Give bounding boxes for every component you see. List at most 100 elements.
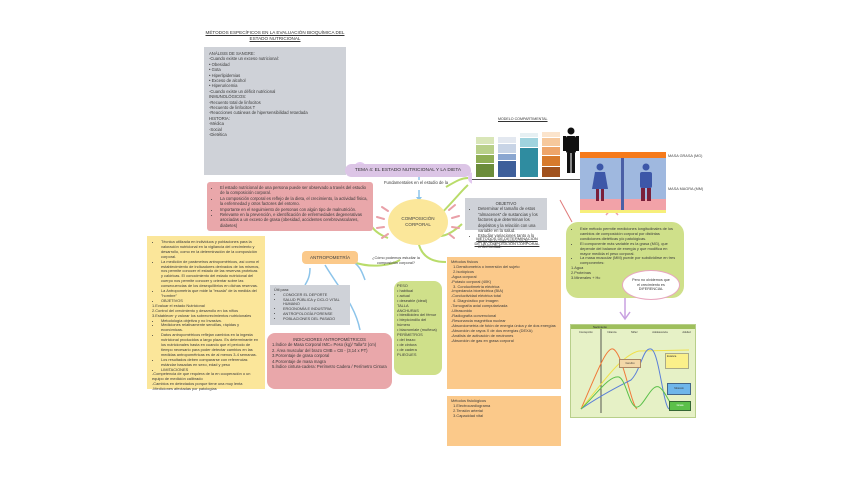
- main-title: TEMA 4: EL ESTADO NUTRICIONAL Y LA DIETA: [345, 164, 471, 177]
- center-node-label: COMPOSICIÓN CORPORAL: [401, 216, 435, 227]
- objective-heading: OBJETIVO: [495, 201, 517, 206]
- used-for-item: CONOCER EL DEPORTE: [283, 293, 346, 298]
- anthro-limitations: -Competencia de que requiera de la en co…: [152, 372, 260, 392]
- measure-line: PESO: [397, 283, 408, 288]
- curve-muscle: [580, 348, 670, 410]
- used-for-heading: Útil para:: [274, 288, 290, 292]
- biochem-line: ANÁLISIS DE SANGRE:: [209, 51, 255, 56]
- measure-line: • deseable (ideal): [397, 297, 428, 303]
- biochem-line: -Cuando existe un exceso nutricional:: [209, 56, 279, 62]
- physical-method-line: -Absorciometría de fotón de energía únic…: [451, 322, 556, 328]
- physical-method-line: -Absorción de rayos X de dos energías (D…: [451, 327, 533, 333]
- indicator-item: 2. Área muscular del brazo CMB = CB - (3…: [272, 347, 368, 353]
- biochem-lines: ANÁLISIS DE SANGRE:-Cuando existe un exc…: [209, 51, 341, 138]
- growth-chart-title: Nacimiento: [571, 325, 695, 329]
- legend-brain: Cerebro: [619, 359, 641, 368]
- indicator-item: 4.Porcentaje de masa magra: [272, 358, 326, 364]
- objective-item: Estudiar variaciones tanto a lo largo de…: [478, 233, 543, 249]
- anthro-intro-item: La medición de parámetros antropométrico…: [161, 259, 260, 289]
- indicator-item: 5.Índice cintura-cadera: Perímetro Cader…: [272, 364, 387, 370]
- green-item: El componente más variable es la grasa (…: [580, 241, 679, 257]
- anthro-intro-list: Técnica utilizada en individuos y poblac…: [152, 239, 260, 304]
- measures-box: PESO• habitual• actual• deseable (ideal)…: [394, 281, 442, 375]
- biochem-line: • Gota: [209, 67, 221, 73]
- model-col-cellular: [520, 133, 538, 177]
- model-col-atomic: [476, 137, 494, 177]
- used-for-item: ANTROPOLOGÍA FORENSE: [283, 312, 346, 317]
- anthro-more-item: Mediciones relativamente sencillas, rápi…: [161, 323, 260, 333]
- biochem-line: • Exceso de alcohol: [209, 78, 246, 84]
- physical-method-line: -Conductividad eléctrica total: [451, 293, 501, 299]
- physical-method-line: -Agua corporal: [451, 273, 477, 279]
- anthro-more-item: Los resultados deben compararse con refe…: [161, 357, 260, 368]
- growth-stage-label: Adolescencia: [652, 331, 668, 334]
- callout-bubble: Pero no olvidemos que el crecimiento es …: [622, 270, 680, 300]
- physiological-method-line: 1.Electrocardiograma: [451, 402, 491, 408]
- physical-method-line: 1.Densitometría o inmersión del sujeto: [451, 263, 520, 269]
- intro-item: La composición corporal es reflejo de la…: [220, 196, 369, 207]
- measure-line: • actual: [397, 292, 410, 298]
- intro-list: El estado nutricional de una persona pue…: [211, 185, 369, 228]
- lean-mass-label: MASA MAGRA (MM): [668, 187, 704, 191]
- green-component: 3.Minerales + Hc: [571, 275, 601, 281]
- legend-fat: Grasa: [669, 401, 691, 411]
- biochem-line: -Reacciones cutáneas de hipersensibilida…: [209, 110, 308, 116]
- physical-method-line: -Tomografía axial computarizada: [451, 303, 508, 309]
- growth-chart: Nacimiento Concepción Infancia Niñez Adoles…: [570, 324, 696, 418]
- biochem-line: -Recuento total de linfocitos: [209, 99, 261, 105]
- growth-stage-label: Niñez: [631, 331, 638, 334]
- model-col-tissue: [542, 132, 560, 177]
- growth-stage-label: Adultez: [682, 331, 691, 334]
- objective-list: Determinar el tamaño de estos "almacenes…: [469, 206, 543, 249]
- used-for-item: POBLACIONES DEL PASADO: [283, 317, 346, 322]
- measure-line: ANCHURAS: [397, 307, 419, 313]
- biochem-line: • Hiperlipidemias: [209, 72, 241, 78]
- anthro-limitation: -Mediciones afectadas por patologías: [152, 386, 217, 392]
- objective-box: OBJETIVO Determinar el tamaño de estos "…: [465, 198, 547, 249]
- fat-mass-label: MASA GRASA (MG): [668, 154, 703, 158]
- growth-stages: Concepción Infancia Niñez Adolescencia Adult…: [579, 331, 691, 334]
- anthro-intro-item: Técnica utilizada en individuos y poblac…: [161, 239, 260, 260]
- physical-method-line: -Impedancia bioeléctrica (BIA): [451, 288, 504, 294]
- physio-lines: Métodos fisiológicos 1.Electrocardiogram…: [451, 398, 557, 419]
- anthro-more-list: Metodología objetiva y no Invasiva.Medic…: [152, 318, 260, 373]
- biochem-line: HISTORIA:: [209, 115, 230, 121]
- arrow-subtitle-to-model: [445, 177, 469, 188]
- indicator-item: 3.Porcentaje de grasa corporal: [272, 353, 330, 359]
- anthropometry-node: ANTROPOMETRÍA: [302, 251, 358, 264]
- measure-line: TALLA: [397, 302, 409, 308]
- physiological-methods-box: Métodos fisiológicos 1.Electrocardiogram…: [447, 396, 561, 446]
- physical-method-line: 4. Diagnóstico por imagen: [451, 298, 499, 304]
- physical-method-line: 3. Conductimetría eléctrica: [451, 283, 500, 289]
- growth-stage-label: Infancia: [607, 331, 617, 334]
- biochem-line: -Social: [209, 126, 222, 132]
- physical-method-line: -Ultrasonido: [451, 308, 472, 314]
- mass-figure: [580, 152, 666, 213]
- physical-method-line: -Potasio corporal (40K): [451, 278, 492, 284]
- center-node: COMPOSICIÓN CORPORAL: [388, 199, 448, 245]
- anthro-objective: 2.Control del crecimiento y desarrollo e…: [152, 307, 239, 313]
- physical-method-line: -Resonancia magnética nuclear: [451, 317, 506, 323]
- objective-item: Determinar el tamaño de estos "almacenes…: [478, 206, 543, 233]
- intro-item: Importante en el seguimiento de personas…: [220, 207, 369, 212]
- used-for-item: ERGONOMÍA E INDUSTRIA: [283, 307, 346, 312]
- anthro-more-item: Datos antropométricos reflejan cambios e…: [161, 332, 260, 358]
- arrow-question-to-anthro: [352, 259, 401, 267]
- biochem-box: ANÁLISIS DE SANGRE:-Cuando existe un exc…: [204, 47, 346, 175]
- growth-curves: [580, 329, 690, 413]
- curve-brain: [580, 348, 638, 410]
- measure-line: PLIEGUES: [397, 351, 417, 357]
- biochem-line: -Dietética: [209, 132, 227, 138]
- biochem-heading: MÉTODOS ESPECÍFICOS EN LA EVALUACIÓN BIO…: [205, 30, 345, 41]
- anthro-intro-item: La Antropometría que mide la "escala" de…: [161, 288, 260, 299]
- green-component: 1.Agua: [571, 265, 584, 271]
- growth-stage-label: Concepción: [579, 331, 593, 334]
- callout-text: Pero no olvidemos que el crecimiento es …: [632, 277, 670, 292]
- anthropometry-info-box: Técnica utilizada en individuos y poblac…: [147, 236, 265, 392]
- mass-figure-pole: [621, 158, 624, 210]
- methods-heading: MÉTODOS DE DETERMINACIÓN DE LA COMPOSICI…: [474, 236, 540, 246]
- green-item: La masa muscular (MM) puede por subdivid…: [580, 256, 679, 266]
- curve-height: [580, 349, 690, 410]
